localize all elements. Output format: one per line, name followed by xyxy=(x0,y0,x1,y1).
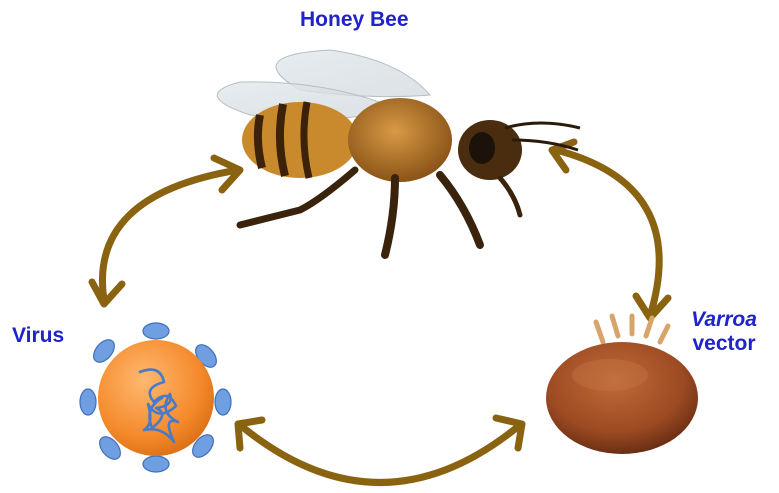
honey-bee-illustration xyxy=(217,50,580,255)
honey-bee-label: Honey Bee xyxy=(300,8,409,32)
mite-body xyxy=(546,342,698,454)
varroa-label-italic: Varroa xyxy=(672,308,776,332)
varroa-label: Varroa vector xyxy=(672,308,776,356)
virus-illustration xyxy=(80,323,231,472)
mite-legs xyxy=(596,316,668,342)
arrow-virus-varroa xyxy=(240,425,520,483)
virus-label: Virus xyxy=(12,324,64,348)
varroa-label-vector: vector xyxy=(672,332,776,356)
arrowhead-virus-top xyxy=(92,282,122,304)
arrow-bee-varroa xyxy=(556,150,659,316)
arrow-virus-bee xyxy=(102,170,238,300)
virus-capsid xyxy=(98,340,214,456)
